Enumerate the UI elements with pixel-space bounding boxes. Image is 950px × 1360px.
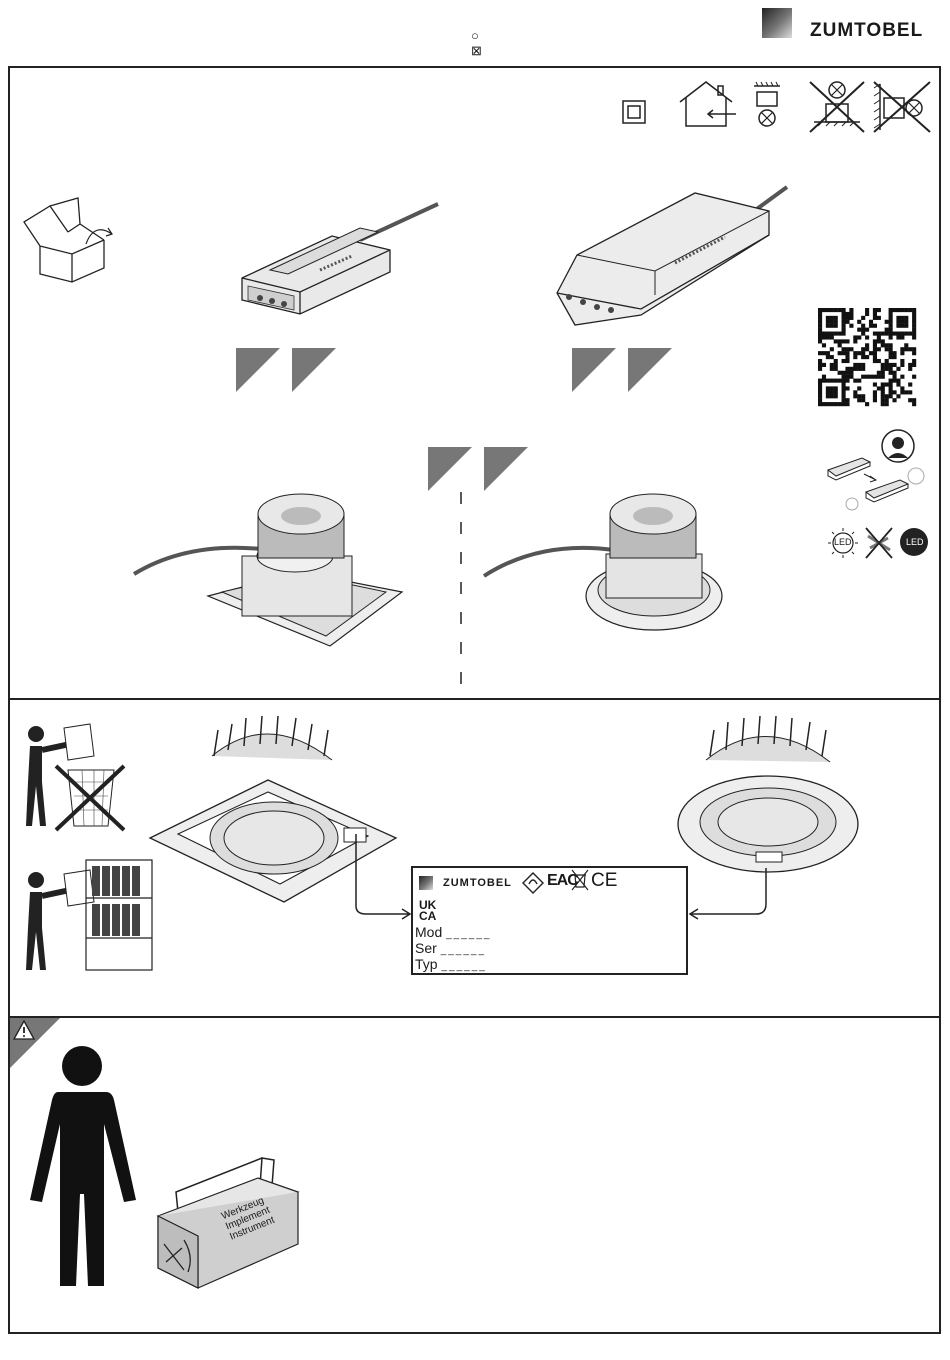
led-driver-small [240,200,440,330]
downlight-round-side [480,500,740,640]
ukca-mark-bottom: CA [419,909,436,923]
gray-marker-pair-1 [236,348,336,394]
protection-class-2-icon [622,100,646,124]
no-wall-insulation-icon [870,80,932,134]
warning-icon [13,1020,35,1040]
type-label-brand: ZUMTOBEL [443,877,512,889]
keep-documentation-icon [20,858,154,972]
ceiling-mount-icon [752,82,782,128]
weee-bin-icon [571,869,589,891]
qualified-person-icon [28,1044,138,1290]
row-key: Mod [415,924,442,940]
row-key: Typ [415,956,438,972]
header-symbol-top: ○ [471,28,479,43]
qr-code-icon [818,308,916,406]
downlight-round-front [676,712,862,876]
downlight-square-side [130,500,410,650]
type-label-logo-mark [419,876,433,890]
no-replace-led-icon [864,526,894,560]
led-driver-large [555,185,790,335]
type-label-row-typ: Typ ______ [415,956,487,972]
label-pointer-right [686,866,770,918]
row-value: ______ [441,945,486,956]
service-technician-icon [826,428,920,514]
open-box-icon [22,196,118,284]
row-value: ______ [441,961,486,972]
type-label-row-mod: Mod ______ [415,924,492,940]
row-value: ______ [446,929,491,940]
panel-safety [8,1016,941,1334]
gray-marker-pair-3 [428,447,528,493]
led-label-left: LED [834,537,852,547]
brand-logo-mark [762,8,792,38]
no-insulation-cover-icon [808,80,866,134]
type-label-row-ser: Ser ______ [415,940,486,956]
brand-name: ZUMTOBEL [810,20,923,42]
led-icons-row: LED LED [826,526,930,560]
row-key: Ser [415,940,437,956]
ce-mark: CE [591,870,617,892]
brand-logo: ZUMTOBEL [762,8,942,40]
gray-marker-pair-2 [572,348,672,394]
header-symbol-bottom: ⊠ [471,43,482,59]
label-pointer-left [350,832,416,918]
type-label: ZUMTOBEL EAC CE UK CA Mod ______ Ser ___… [411,866,688,975]
led-label-right: LED [906,537,924,547]
dashed-separator [459,492,463,692]
indoor-use-icon [678,80,738,128]
rcm-mark-icon [521,872,545,894]
do-not-discard-icon [20,722,130,832]
